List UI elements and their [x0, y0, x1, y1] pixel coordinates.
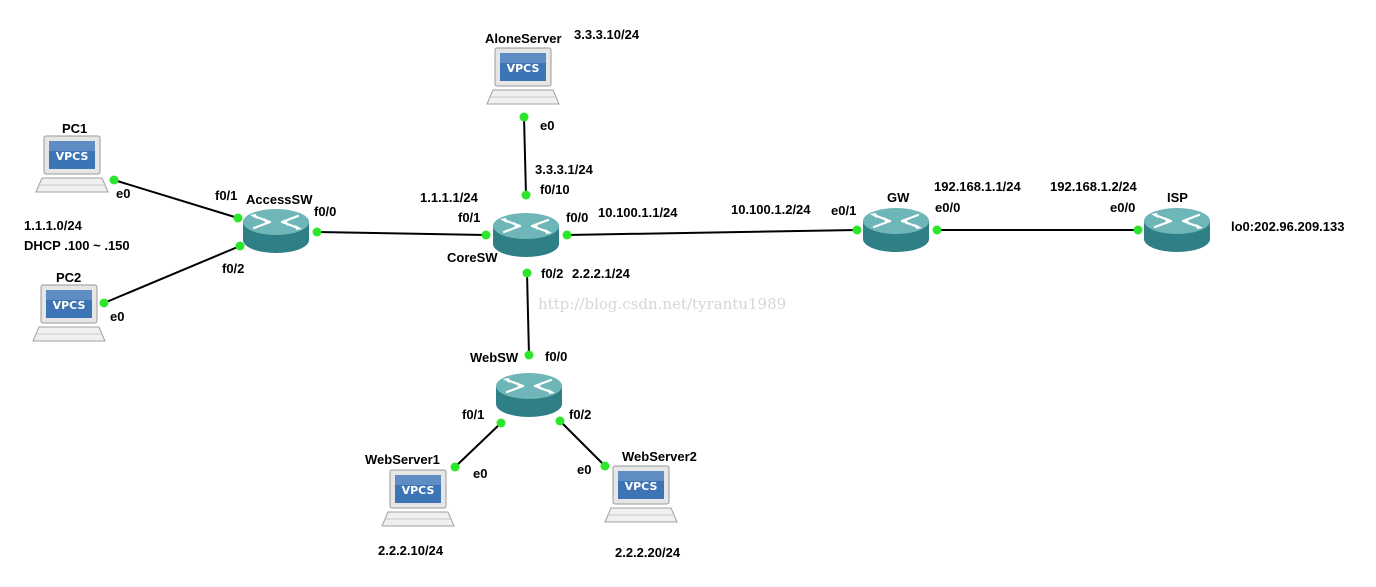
link-accesssw-coresw	[316, 231, 487, 236]
pc2-e0-port-label: e0	[110, 309, 124, 324]
port-dot-gw-e0-1	[852, 225, 862, 235]
isp-e0-0-port-label: e0/0	[1110, 200, 1135, 215]
accesssw-f0-2-port-label: f0/2	[222, 261, 244, 276]
pc1-name-label: PC1	[62, 121, 87, 136]
webserver1-vpcs-pc-icon[interactable]: VPCS	[381, 469, 455, 527]
gw-router-icon[interactable]	[861, 206, 931, 254]
accesssw-f0-0-port-label: f0/0	[314, 204, 336, 219]
aloneserver-name-label: AloneServer	[485, 31, 562, 46]
svg-text:VPCS: VPCS	[402, 484, 435, 497]
port-dot-accesssw-f0-0	[312, 227, 322, 237]
link-websw-webserver2	[559, 420, 606, 467]
webserver2-e0-port-label: e0	[577, 462, 591, 477]
link-websw-webserver1	[454, 422, 502, 468]
coresw-vlan1-ip-label: 1.1.1.1/24	[420, 190, 479, 205]
pc2-vpcs-pc-icon[interactable]: VPCS	[32, 284, 106, 342]
link-pc1-accesssw	[113, 179, 239, 219]
port-dot-coresw-f0-0	[562, 230, 572, 240]
port-dot-coresw-f0-1	[481, 230, 491, 240]
svg-text:VPCS: VPCS	[53, 299, 86, 312]
coresw-f0-2-port-label: f0/2	[541, 266, 563, 281]
webserver2-vpcs-pc-icon[interactable]: VPCS	[604, 465, 678, 523]
aloneserver-e0-port-label: e0	[540, 118, 554, 133]
coresw-vlan2-ip-label: 2.2.2.1/24	[572, 266, 631, 281]
port-dot-isp-e0-0	[1133, 225, 1143, 235]
port-dot-websw-f0-0	[524, 350, 534, 360]
port-dot-pc1-e0	[109, 175, 119, 185]
websw-name-label: WebSW	[470, 350, 519, 365]
websw-f0-1-port-label: f0/1	[462, 407, 484, 422]
coresw-router-icon[interactable]	[491, 211, 561, 259]
coresw-uplink-ip-label: 10.100.1.1/24	[598, 205, 678, 220]
pc2-name-label: PC2	[56, 270, 81, 285]
accesssw-f0-1-port-label: f0/1	[215, 188, 237, 203]
accesssw-router-icon[interactable]	[241, 207, 311, 255]
webserver2-ip-label: 2.2.2.20/24	[615, 545, 681, 560]
isp-loopback-label: lo0:202.96.209.133	[1231, 219, 1344, 234]
link-coresw-gw	[566, 229, 858, 236]
port-dot-webserver2-e0	[600, 461, 610, 471]
gw-e0-0-port-label: e0/0	[935, 200, 960, 215]
port-dot-gw-e0-0	[932, 225, 942, 235]
webserver1-e0-port-label: e0	[473, 466, 487, 481]
port-dot-webserver1-e0	[450, 462, 460, 472]
lan-dhcp-label: DHCP .100 ~ .150	[24, 238, 130, 253]
webserver1-ip-label: 2.2.2.10/24	[378, 543, 444, 558]
coresw-f0-0-port-label: f0/0	[566, 210, 588, 225]
lan-subnet-label: 1.1.1.0/24	[24, 218, 83, 233]
svg-text:VPCS: VPCS	[56, 150, 89, 163]
gw-inside-ip-label: 10.100.1.2/24	[731, 202, 811, 217]
port-dot-coresw-f0-10	[521, 190, 531, 200]
coresw-f0-1-port-label: f0/1	[458, 210, 480, 225]
svg-text:VPCS: VPCS	[625, 480, 658, 493]
coresw-name-label: CoreSW	[447, 250, 498, 265]
coresw-vlan3-ip-label: 3.3.3.1/24	[535, 162, 594, 177]
coresw-f0-10-port-label: f0/10	[540, 182, 570, 197]
link-coresw-websw	[526, 272, 530, 356]
websw-router-icon[interactable]	[494, 371, 564, 419]
webserver1-name-label: WebServer1	[365, 452, 440, 467]
pc1-vpcs-pc-icon[interactable]: VPCS	[35, 135, 109, 193]
gw-outside-ip-label: 192.168.1.1/24	[934, 179, 1022, 194]
isp-name-label: ISP	[1167, 190, 1188, 205]
pc1-e0-port-label: e0	[116, 186, 130, 201]
port-dot-websw-f0-2	[555, 416, 565, 426]
aloneserver-ip-label: 3.3.3.10/24	[574, 27, 640, 42]
websw-f0-0-port-label: f0/0	[545, 349, 567, 364]
websw-f0-2-port-label: f0/2	[569, 407, 591, 422]
gw-name-label: GW	[887, 190, 910, 205]
port-dot-aloneserver-e0	[519, 112, 529, 122]
port-dot-accesssw-f0-1	[233, 213, 243, 223]
port-dot-pc2-e0	[99, 298, 109, 308]
port-dot-accesssw-f0-2	[235, 241, 245, 251]
link-pc2-accesssw	[103, 245, 241, 304]
accesssw-name-label: AccessSW	[246, 192, 313, 207]
watermark-text: http://blog.csdn.net/tyrantu1989	[538, 295, 786, 313]
webserver2-name-label: WebServer2	[622, 449, 697, 464]
links-group	[103, 116, 1138, 468]
gw-e0-1-port-label: e0/1	[831, 203, 856, 218]
port-dots-group	[99, 112, 1143, 472]
svg-text:VPCS: VPCS	[507, 62, 540, 75]
isp-router-icon[interactable]	[1142, 206, 1212, 254]
aloneserver-vpcs-pc-icon[interactable]: VPCS	[486, 47, 560, 105]
port-dot-websw-f0-1	[496, 418, 506, 428]
link-aloneserver-coresw	[523, 116, 527, 196]
port-dot-coresw-f0-2	[522, 268, 532, 278]
isp-inside-ip-label: 192.168.1.2/24	[1050, 179, 1138, 194]
